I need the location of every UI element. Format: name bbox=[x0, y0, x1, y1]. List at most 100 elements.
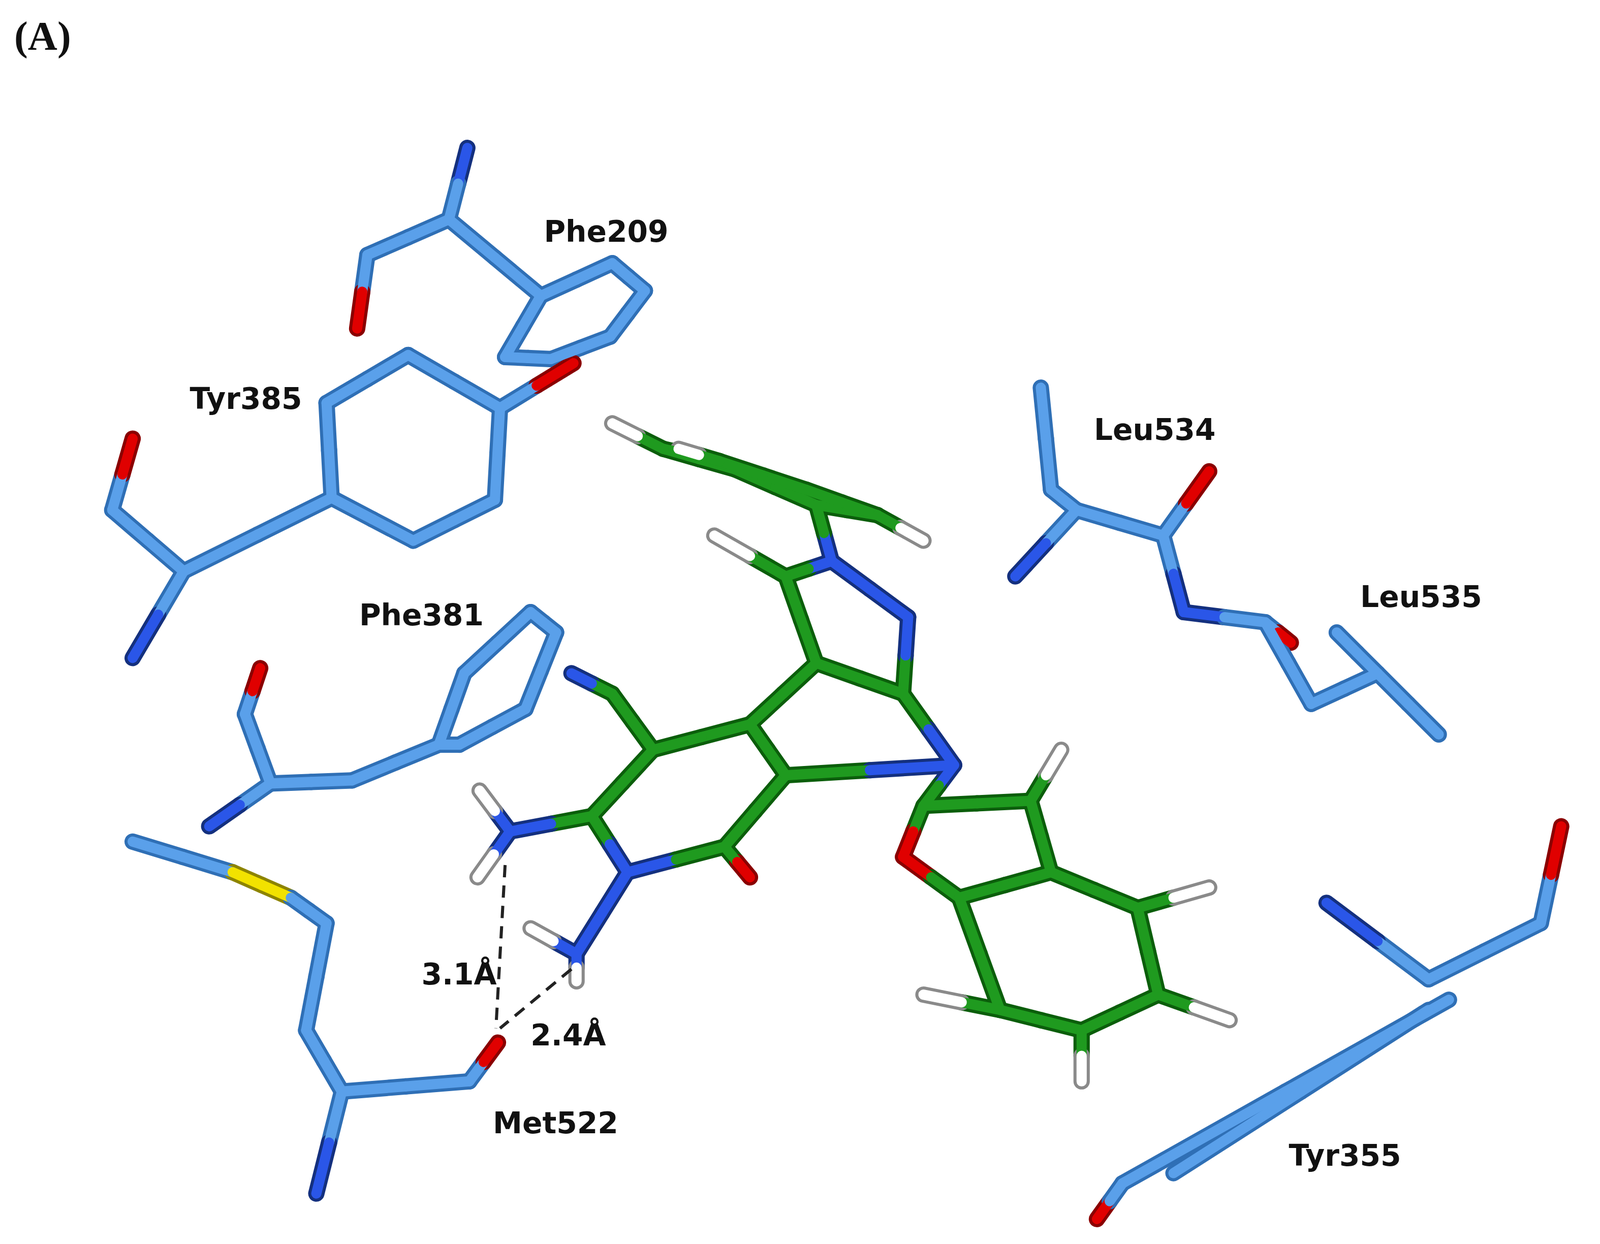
bond-stick bbox=[1301, 1010, 1429, 1092]
bond-outline bbox=[663, 449, 699, 460]
bond-outline bbox=[252, 668, 261, 692]
bond-stick bbox=[749, 694, 783, 725]
bond-outline bbox=[701, 724, 750, 738]
bond-stick bbox=[341, 1086, 406, 1092]
bond-outline bbox=[326, 402, 330, 451]
bond-outlines bbox=[112, 147, 1562, 1220]
bond-stick bbox=[459, 727, 493, 745]
bond-outline bbox=[1173, 887, 1210, 898]
bond-outline bbox=[1186, 471, 1210, 504]
bond-outline bbox=[959, 897, 980, 954]
bond-outline bbox=[497, 408, 500, 454]
bond-outline bbox=[408, 355, 454, 382]
bond-outline bbox=[316, 923, 327, 978]
hbond-dash bbox=[499, 969, 572, 1029]
hbond-lines bbox=[495, 865, 572, 1029]
bond-outline bbox=[1344, 673, 1378, 689]
bond-outline bbox=[1326, 902, 1378, 941]
bond-stick bbox=[576, 913, 603, 954]
bond-stick bbox=[413, 520, 454, 541]
bond-outline bbox=[530, 928, 554, 942]
bond-outline bbox=[1377, 673, 1408, 704]
bond-outline bbox=[112, 474, 123, 511]
bond-stick bbox=[183, 534, 258, 572]
bond-outline bbox=[158, 571, 184, 615]
residue-label: Tyr385 bbox=[190, 383, 303, 417]
bond-outline bbox=[905, 617, 908, 656]
bond-stick bbox=[571, 673, 592, 684]
bond-stick bbox=[1137, 897, 1174, 908]
bond-stick bbox=[1147, 951, 1158, 995]
bond-stick bbox=[1407, 704, 1439, 735]
bond-stick bbox=[1163, 503, 1186, 536]
bond-stick bbox=[449, 219, 495, 258]
bond-outline bbox=[395, 744, 439, 763]
bond-outline bbox=[782, 663, 817, 694]
bond-stick bbox=[239, 783, 271, 805]
bond-outline bbox=[352, 762, 396, 781]
bond-outline bbox=[1163, 503, 1186, 536]
bond-stick bbox=[305, 977, 317, 1031]
bond-outline bbox=[477, 854, 494, 878]
bond-stick bbox=[1076, 1056, 1087, 1082]
bond-outline bbox=[438, 709, 452, 745]
bond-outline bbox=[540, 632, 556, 671]
bond-stick bbox=[755, 775, 786, 811]
bond-stick bbox=[329, 1091, 342, 1143]
bond-outline bbox=[785, 576, 801, 620]
bond-stick bbox=[1076, 510, 1120, 523]
bond-stick bbox=[602, 872, 628, 914]
bond-stick bbox=[719, 461, 763, 476]
distance-label: 3.1Å bbox=[421, 959, 497, 992]
bond-stick bbox=[675, 846, 725, 860]
bond-outline bbox=[183, 534, 258, 572]
bond-stick bbox=[678, 449, 700, 456]
bond-outline bbox=[627, 859, 676, 873]
bond-stick bbox=[1015, 543, 1046, 577]
bond-stick bbox=[132, 614, 159, 658]
bond-outline bbox=[869, 765, 955, 771]
bond-stick bbox=[1122, 1091, 1286, 1184]
bond-stick bbox=[1285, 999, 1449, 1092]
bond-outline bbox=[1030, 801, 1041, 837]
bond-stick bbox=[999, 1010, 1041, 1021]
distance-label: 2.4Å bbox=[530, 1020, 606, 1053]
bond-stick bbox=[1541, 874, 1552, 924]
bond-outline bbox=[122, 438, 133, 475]
bond-outline bbox=[1119, 522, 1164, 536]
bond-outline bbox=[841, 502, 878, 516]
bond-stick bbox=[1040, 836, 1051, 873]
bond-stick bbox=[961, 1002, 1000, 1011]
bond-outline bbox=[408, 219, 449, 238]
bond-stick bbox=[1186, 471, 1210, 504]
bond-outline bbox=[902, 857, 931, 878]
bond-stick bbox=[622, 749, 653, 783]
bond-stick bbox=[627, 859, 676, 873]
bond-outline bbox=[1224, 617, 1266, 623]
bond-stick bbox=[505, 326, 523, 358]
bond-stick bbox=[1094, 890, 1138, 908]
bond-stick bbox=[454, 499, 495, 521]
bond-stick bbox=[959, 897, 980, 954]
bond-stick bbox=[1377, 673, 1408, 704]
bond-stick bbox=[316, 1142, 330, 1194]
bond-stick bbox=[497, 612, 531, 643]
bond-stick bbox=[612, 423, 638, 436]
bond-stick bbox=[530, 928, 554, 942]
bond-outline bbox=[1147, 951, 1158, 995]
bond-outline bbox=[801, 619, 817, 664]
bond-stick bbox=[438, 709, 452, 745]
bond-outline bbox=[362, 255, 368, 292]
bond-outline bbox=[494, 257, 541, 296]
bond-stick bbox=[959, 885, 1006, 898]
bond-stick bbox=[1326, 902, 1378, 941]
bond-outline bbox=[1045, 510, 1077, 544]
bond-stick bbox=[372, 519, 414, 541]
bond-outline bbox=[902, 655, 906, 694]
bond-stick bbox=[1157, 994, 1194, 1008]
bond-outline bbox=[132, 614, 159, 658]
bond-outline bbox=[182, 857, 233, 873]
bond-stick bbox=[1005, 872, 1051, 886]
bond-outline bbox=[372, 519, 414, 541]
